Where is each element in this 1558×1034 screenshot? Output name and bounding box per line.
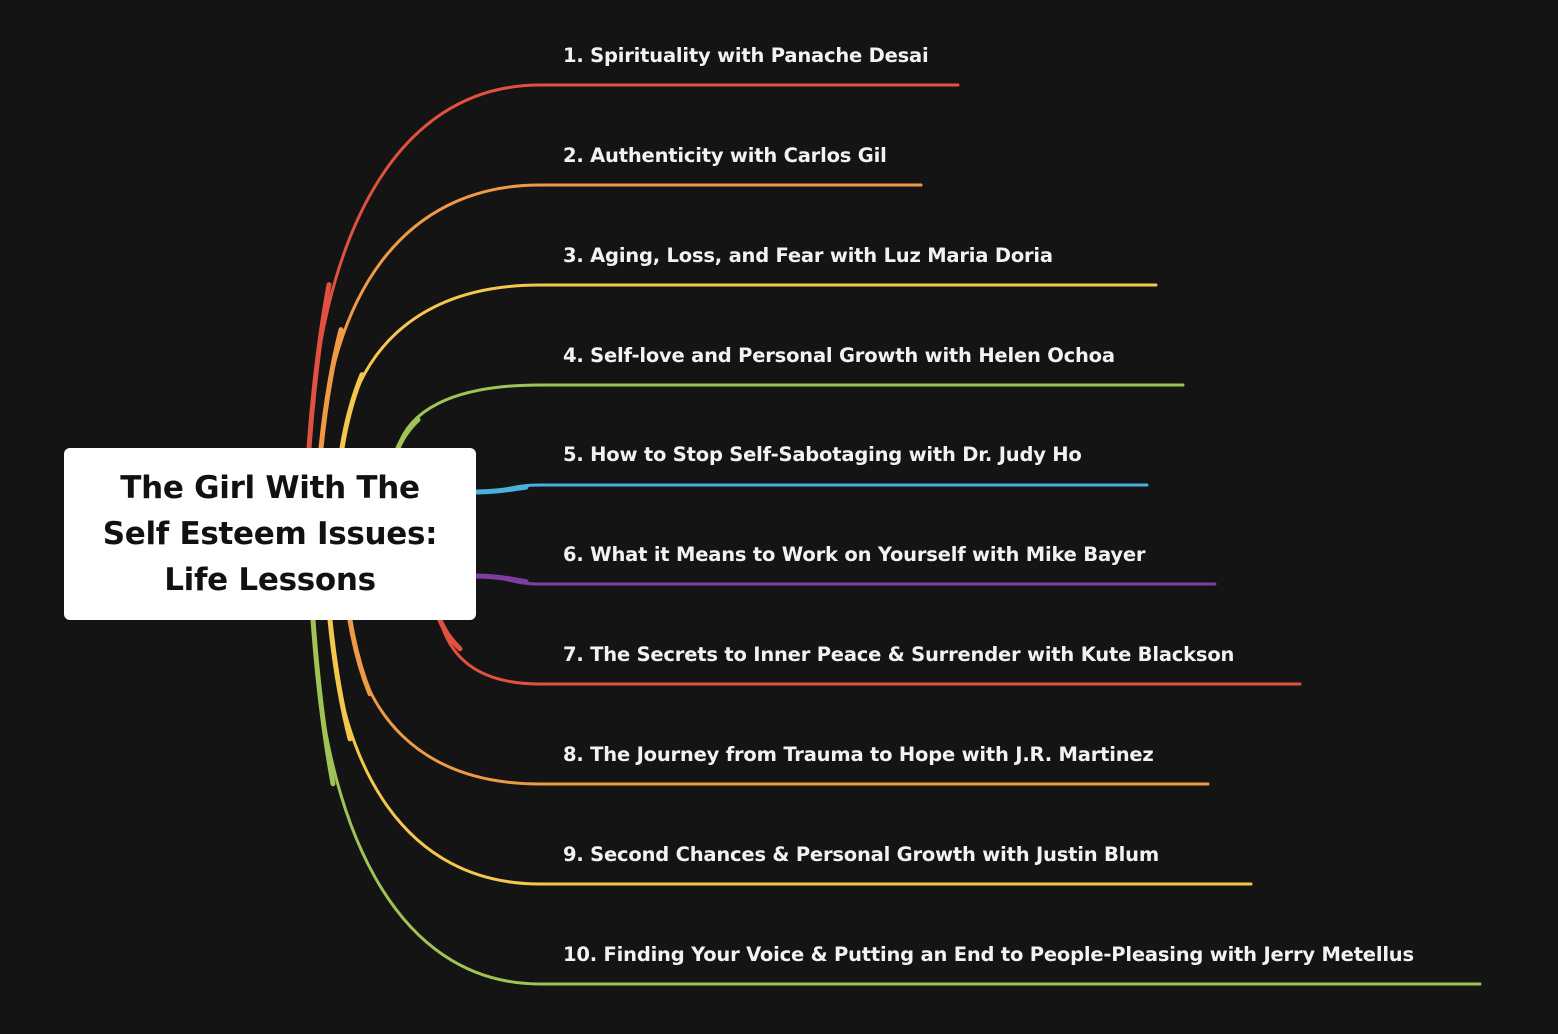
branch-9-label[interactable]: 9. Second Chances & Personal Growth with… — [563, 843, 1159, 866]
branch-5-connector-base — [473, 484, 529, 495]
branch-3-connector-base — [339, 372, 365, 451]
branch-7-label[interactable]: 7. The Secrets to Inner Peace & Surrende… — [563, 643, 1235, 666]
branch-3-label[interactable]: 3. Aging, Loss, and Fear with Luz Maria … — [563, 244, 1053, 267]
branch-6-connector — [474, 574, 1217, 586]
branch-2-connector — [319, 183, 923, 450]
central-topic[interactable]: The Girl With The Self Esteem Issues: Li… — [64, 448, 476, 620]
branch-8-connector-base — [347, 617, 373, 697]
central-topic-line-2: Self Esteem Issues: — [102, 516, 438, 552]
branch-8-label[interactable]: 8. The Journey from Trauma to Hope with … — [563, 743, 1154, 766]
branch-4-connector-base — [395, 417, 421, 451]
branch-6-connector-base — [473, 573, 529, 585]
branch-1-connector-base — [306, 282, 332, 451]
branch-5-connector — [474, 483, 1149, 494]
branch-5-label[interactable]: 5. How to Stop Self-Sabotaging with Dr. … — [563, 443, 1082, 466]
branch-1-label[interactable]: 1. Spirituality with Panache Desai — [563, 44, 929, 67]
branch-4-label[interactable]: 4. Self-love and Personal Growth with He… — [563, 344, 1115, 367]
branch-2-connector-base — [318, 327, 344, 451]
branch-4-connector — [396, 383, 1185, 450]
central-topic-title: The Girl With The Self Esteem Issues: Li… — [103, 465, 438, 603]
branch-9-connector-base — [327, 617, 353, 742]
branch-2-label[interactable]: 2. Authenticity with Carlos Gil — [563, 144, 887, 167]
branch-10-connector-base — [310, 617, 336, 787]
branch-10-label[interactable]: 10. Finding Your Voice & Putting an End … — [563, 943, 1414, 966]
central-topic-line-3: Life Lessons — [164, 562, 376, 598]
central-topic-line-1: The Girl With The — [120, 470, 420, 506]
branch-7-connector-base — [437, 617, 463, 652]
branch-6-label[interactable]: 6. What it Means to Work on Yourself wit… — [563, 543, 1146, 566]
